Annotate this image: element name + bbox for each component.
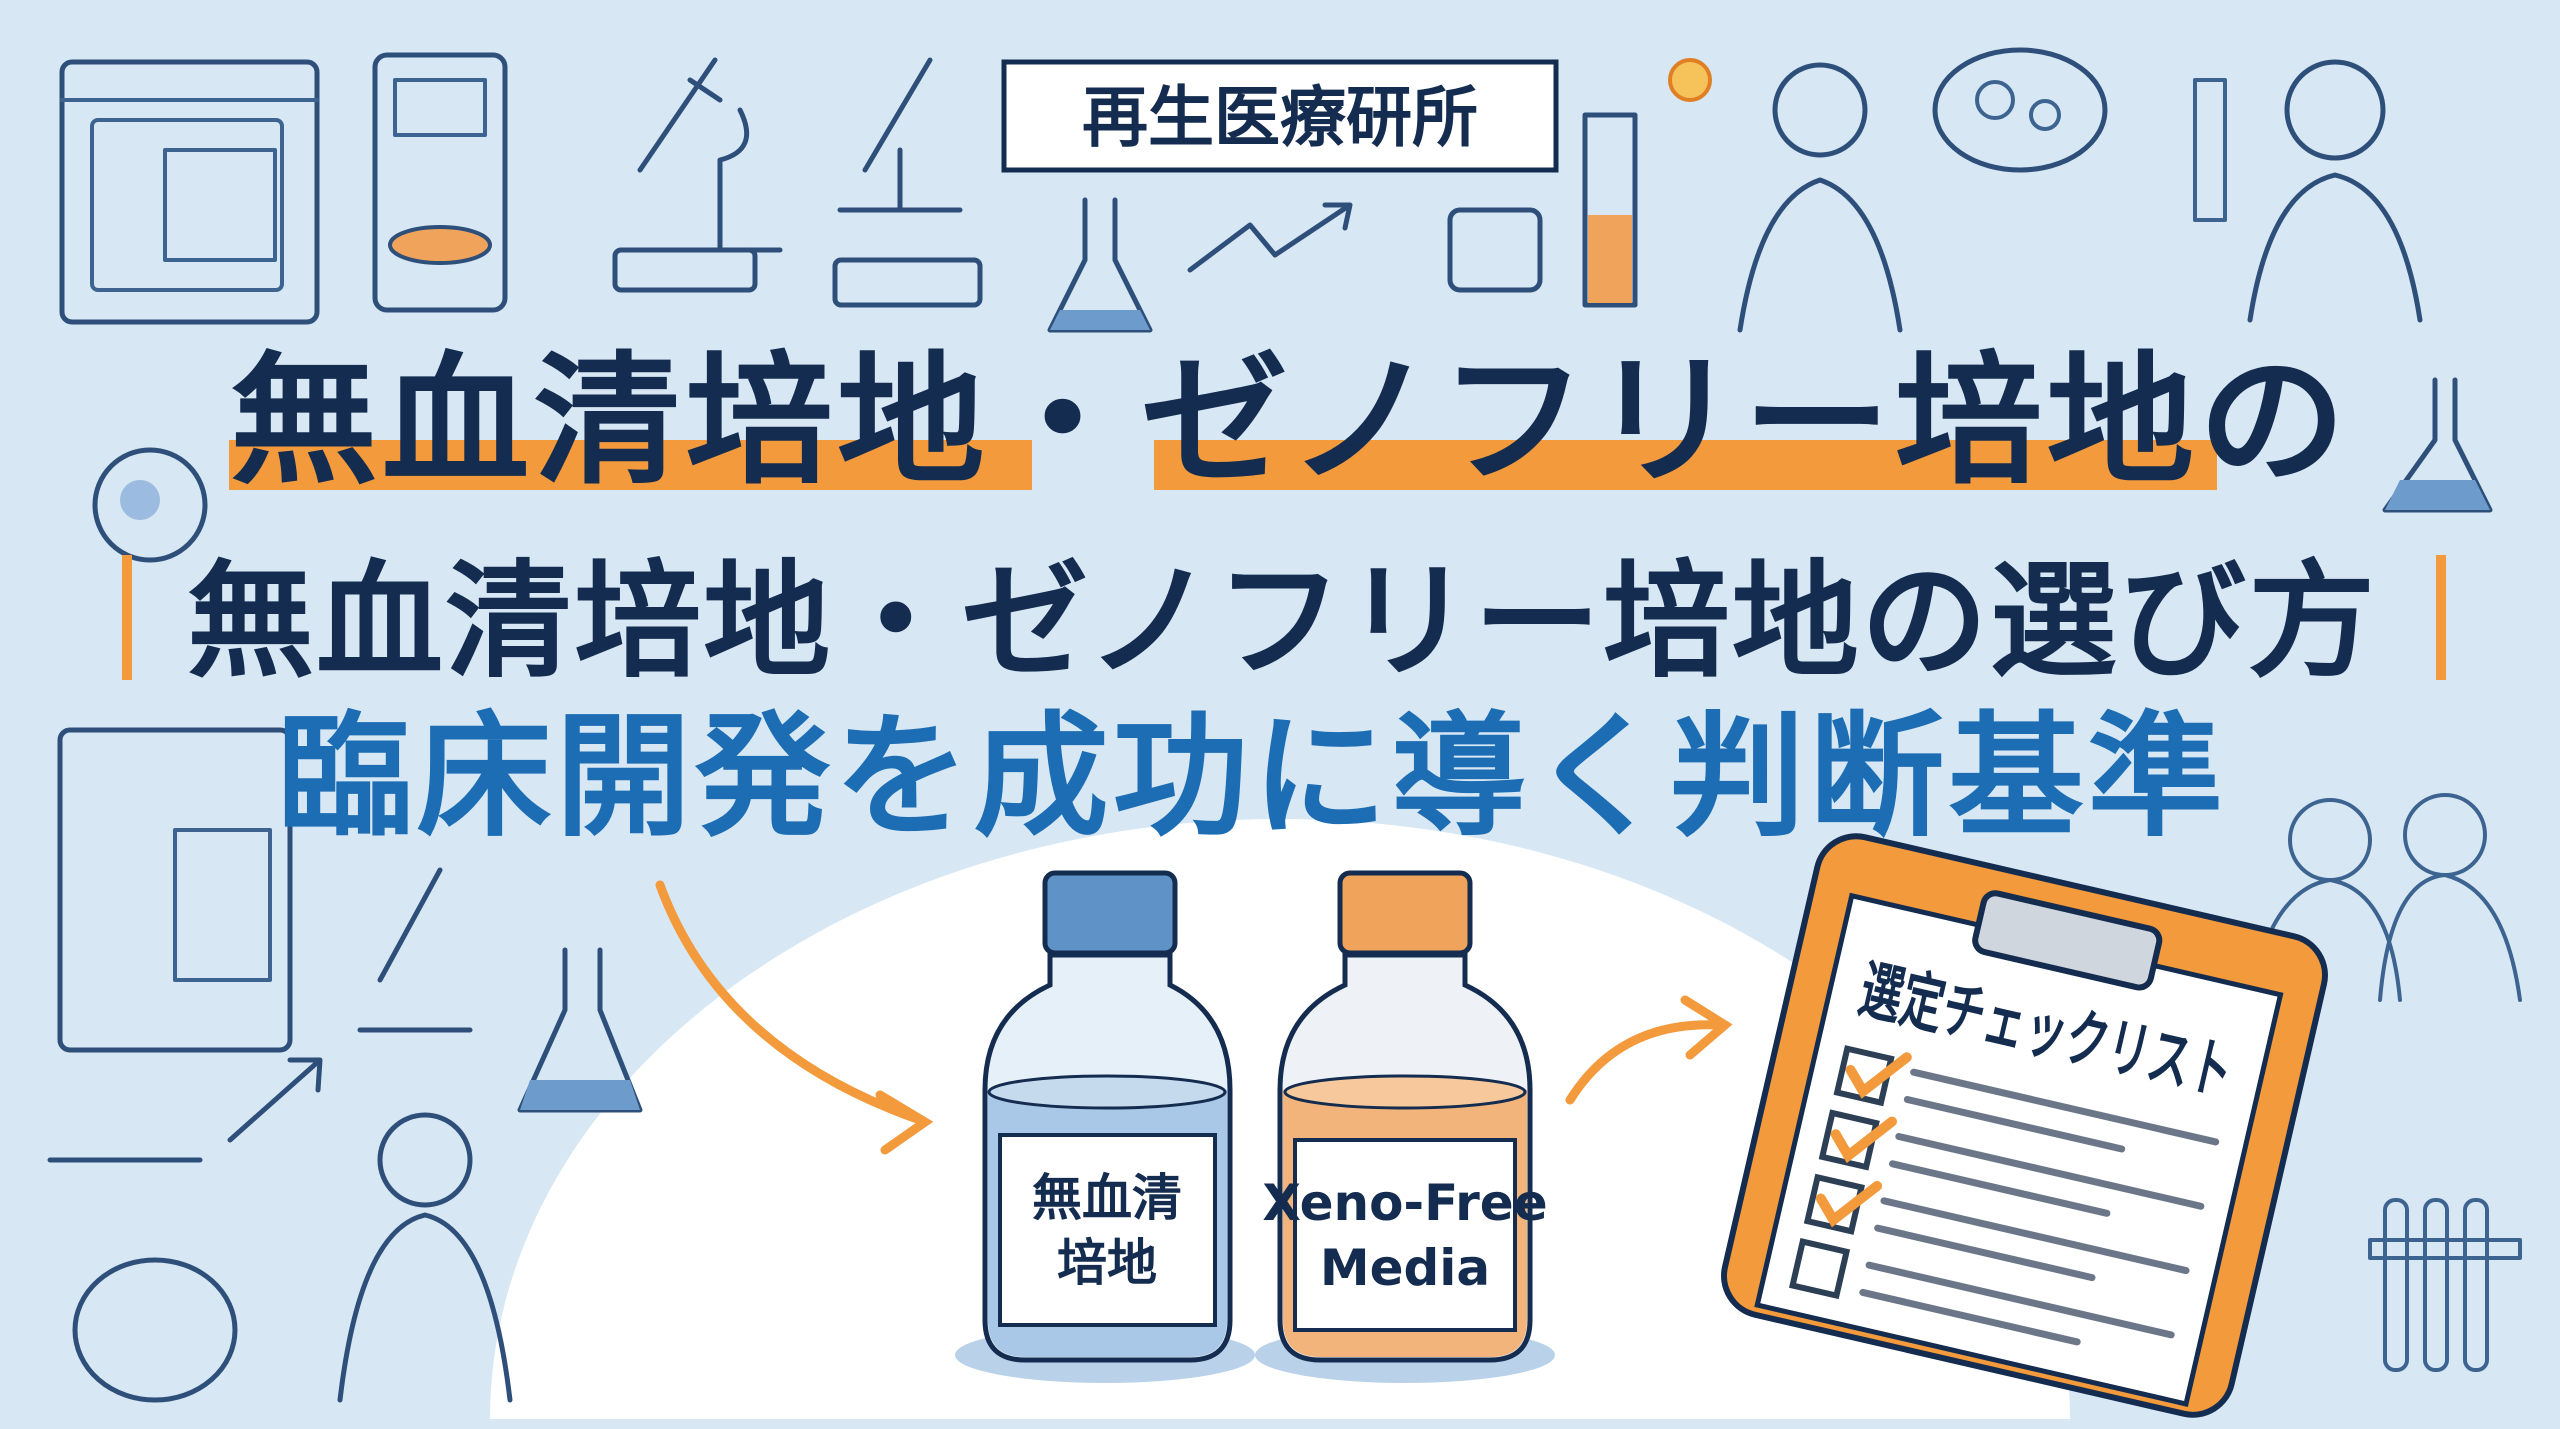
checklist-text-line (1903, 1095, 2126, 1153)
checkbox-checked (1803, 1173, 1865, 1235)
checkmark-icon (1845, 1052, 1912, 1099)
petri-jar-icon (1447, 207, 1543, 293)
checklist-text-line (1880, 1197, 2190, 1275)
scientist-man-illustration (2193, 59, 2423, 323)
centrifuge-illustration (372, 52, 508, 313)
highlight-bar-right (1154, 440, 2217, 490)
flask-icon (1047, 197, 1153, 333)
pipette-hand-icon (47, 1057, 323, 1163)
bottle-label-line-1: 無血清 (1032, 1169, 1182, 1227)
checklist-text-line (1859, 1288, 2081, 1346)
incubator-illustration-2 (57, 727, 293, 1053)
checklist-item (1833, 1045, 2220, 1153)
checklist-item (1788, 1237, 2175, 1346)
bottle-label (1293, 1138, 1517, 1332)
checklist-text-line (1889, 1160, 2111, 1217)
checklist-clipboard: 選定チェックリスト (1721, 833, 2328, 1418)
flask-icon-left (517, 947, 643, 1113)
bottle-xeno-free: Xeno-Free Media (1255, 870, 1555, 1383)
test-tube-rack-icon (2368, 1198, 2522, 1372)
checklist-item (1818, 1109, 2205, 1217)
clipboard-clip (1972, 890, 2163, 991)
scientist-woman-writing-illustration (337, 1112, 513, 1403)
checkbox-checked (1818, 1109, 1880, 1171)
checkmark-icon (1815, 1180, 1883, 1228)
trend-arrow-icon (1187, 202, 1353, 273)
microscope-icon-3 (357, 867, 473, 1033)
highlight-bar-left (229, 440, 1032, 490)
arrowhead-icon (875, 1090, 934, 1155)
subtitle: 臨床開発を成功に導く判断基準 (277, 699, 2227, 855)
title-line-1: 無血清培地・ゼノフリー培地の (230, 339, 2350, 504)
lightbulb-icon (1668, 58, 1712, 102)
bracket-left (122, 555, 132, 680)
microscope-icon (612, 57, 783, 293)
lab-label-box (1001, 59, 1559, 173)
bottle-label (998, 1133, 1217, 1327)
checklist-text-line (1895, 1133, 2205, 1210)
checklist-item (1803, 1173, 2190, 1282)
gear-speech-bubble-icon (1932, 47, 2108, 173)
checklist-text-line (1874, 1224, 2096, 1282)
arrow-to-bottles (655, 880, 925, 1125)
arrowhead-icon-2 (1680, 995, 1733, 1060)
bottle-serum-free: 無血清 培地 (955, 870, 1255, 1383)
checkbox-checked (1833, 1045, 1895, 1107)
flask-icon-right (2382, 377, 2493, 513)
lab-label: 再生医療研所 (1082, 79, 1478, 156)
bottle-label-line-2: 培地 (1057, 1234, 1157, 1292)
scientist-woman-illustration (1737, 62, 1903, 333)
checklist-text-line (1910, 1068, 2220, 1146)
incubator-illustration (59, 59, 320, 325)
graduated-cylinder-icon (1582, 112, 1638, 308)
checkbox-unchecked (1788, 1237, 1851, 1300)
microscope-icon-2 (832, 57, 983, 308)
bottle-label-line-2: Media (1320, 1239, 1490, 1297)
cell-culture-icon (92, 447, 208, 563)
checkmark-icon (1830, 1116, 1897, 1164)
arrow-to-checklist (1565, 1020, 1725, 1105)
title-line-2: 無血清培地・ゼノフリー培地の選び方 (187, 548, 2377, 695)
bracket-right (2436, 555, 2446, 680)
petri-dish-icon (72, 1257, 238, 1403)
bottle-label-line-1: Xeno-Free (1262, 1174, 1547, 1232)
checklist-text-line (1865, 1261, 2175, 1339)
